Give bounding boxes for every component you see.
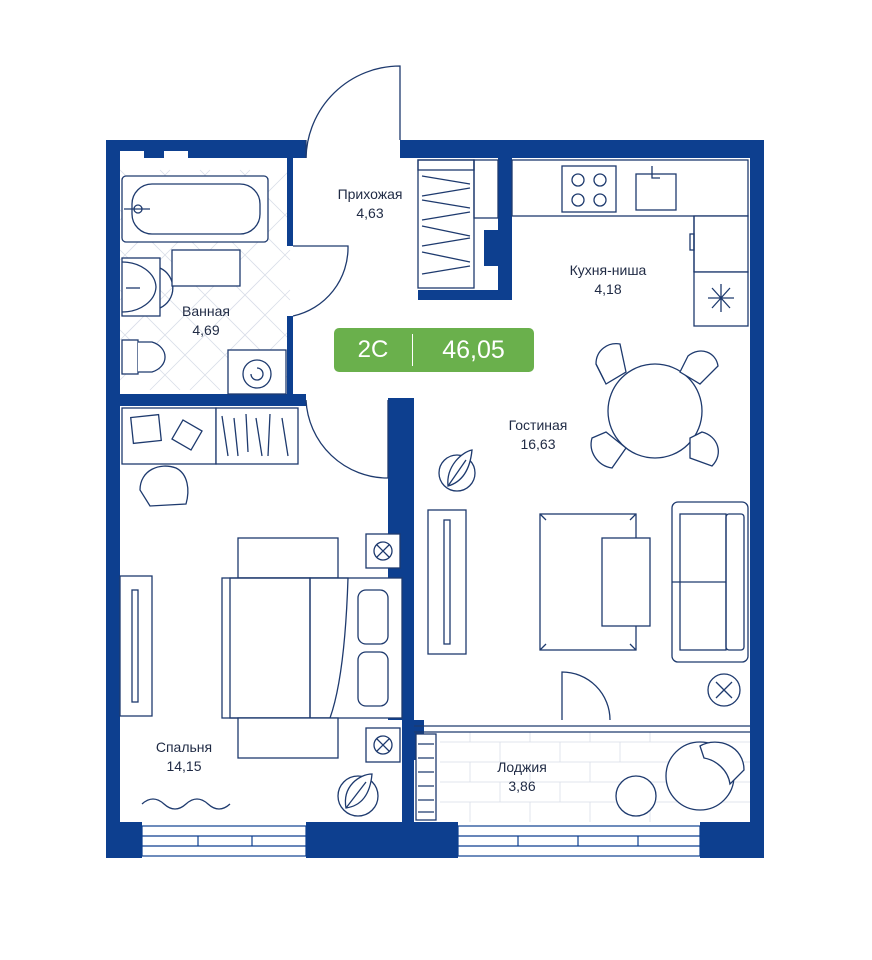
washbasin	[121, 257, 161, 317]
floor-lamp-living	[707, 673, 741, 707]
room-label-bathroom: Ванная 4,69	[136, 302, 276, 340]
wall-closet-inner	[484, 230, 498, 266]
tv-stand	[427, 509, 467, 655]
cooktop	[561, 165, 617, 213]
bedroom-tv-stand	[119, 575, 153, 717]
bed-bench-top	[237, 537, 339, 579]
bathtub	[121, 175, 269, 243]
wall-notches	[120, 151, 495, 290]
entrance-door	[305, 65, 401, 159]
loggia-door	[561, 671, 611, 721]
loggia-table	[615, 775, 657, 817]
wall-right	[750, 140, 764, 858]
room-label-loggia: Лоджия 3,86	[452, 758, 592, 796]
bed	[221, 577, 403, 719]
window-bedroom	[141, 825, 307, 857]
room-area: 14,15	[166, 758, 202, 774]
sink	[635, 173, 677, 211]
room-name: Кухня-ниша	[569, 262, 647, 278]
room-name: Спальня	[155, 739, 213, 755]
wall-bedroom-right-low	[402, 720, 414, 822]
room-name: Прихожая	[337, 186, 403, 202]
room-area: 16,63	[520, 436, 556, 452]
bath-door	[292, 245, 349, 317]
wall-bath-right	[287, 158, 293, 246]
windows	[141, 825, 701, 857]
nightstand-bottom	[365, 727, 401, 763]
wall-top-left	[106, 140, 306, 158]
wall-bath-bottom	[120, 394, 306, 406]
room-label-kitchen: Кухня-ниша 4,18	[538, 261, 678, 299]
window-loggia	[457, 825, 701, 857]
bed-bench-bottom	[237, 717, 339, 759]
room-name: Гостиная	[508, 417, 568, 433]
room-label-hallway: Прихожая 4,63	[300, 185, 440, 223]
furniture	[119, 65, 750, 822]
room-area: 4,63	[356, 205, 384, 221]
kitchen-counter	[511, 159, 749, 217]
room-area: 3,86	[508, 778, 536, 794]
room-label-bedroom: Спальня 14,15	[114, 738, 254, 776]
room-name: Ванная	[182, 303, 230, 319]
coffee-table	[601, 537, 651, 627]
nightstand-top	[365, 533, 401, 569]
room-label-living: Гостиная 16,63	[468, 416, 608, 454]
wall-top-right	[400, 140, 764, 158]
room-name: Лоджия	[497, 759, 547, 775]
wall-left	[106, 140, 120, 858]
wall-bottom-right	[700, 822, 764, 858]
hall-wardrobe	[417, 159, 475, 289]
room-area: 4,69	[192, 322, 220, 338]
dining-chairs	[590, 343, 719, 469]
wall-bottom-mid	[306, 822, 458, 858]
desk-chair	[139, 465, 189, 507]
bath-mat	[171, 249, 241, 287]
bedroom-door	[305, 399, 389, 479]
washing-machine	[227, 349, 287, 395]
dining-table	[607, 363, 703, 459]
walls	[106, 140, 764, 858]
apartment-badge: 2С 46,05	[334, 328, 534, 372]
room-area: 4,18	[594, 281, 622, 297]
apartment-total-area: 46,05	[442, 335, 505, 364]
toilet	[121, 339, 139, 375]
wave-decor	[141, 798, 231, 810]
wall-closet	[498, 158, 512, 298]
wall-bath-right-low	[287, 316, 293, 398]
wall-bottom-left	[106, 822, 142, 858]
apartment-type: 2С	[334, 334, 413, 366]
wall-closet-bottom	[418, 290, 512, 300]
loggia-radiator	[415, 733, 437, 821]
